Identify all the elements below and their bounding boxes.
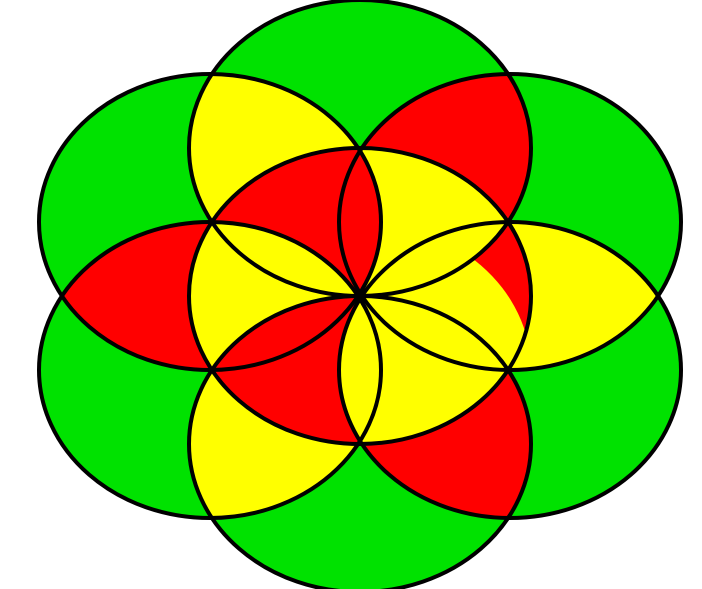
seed-of-life-diagram bbox=[0, 0, 702, 589]
